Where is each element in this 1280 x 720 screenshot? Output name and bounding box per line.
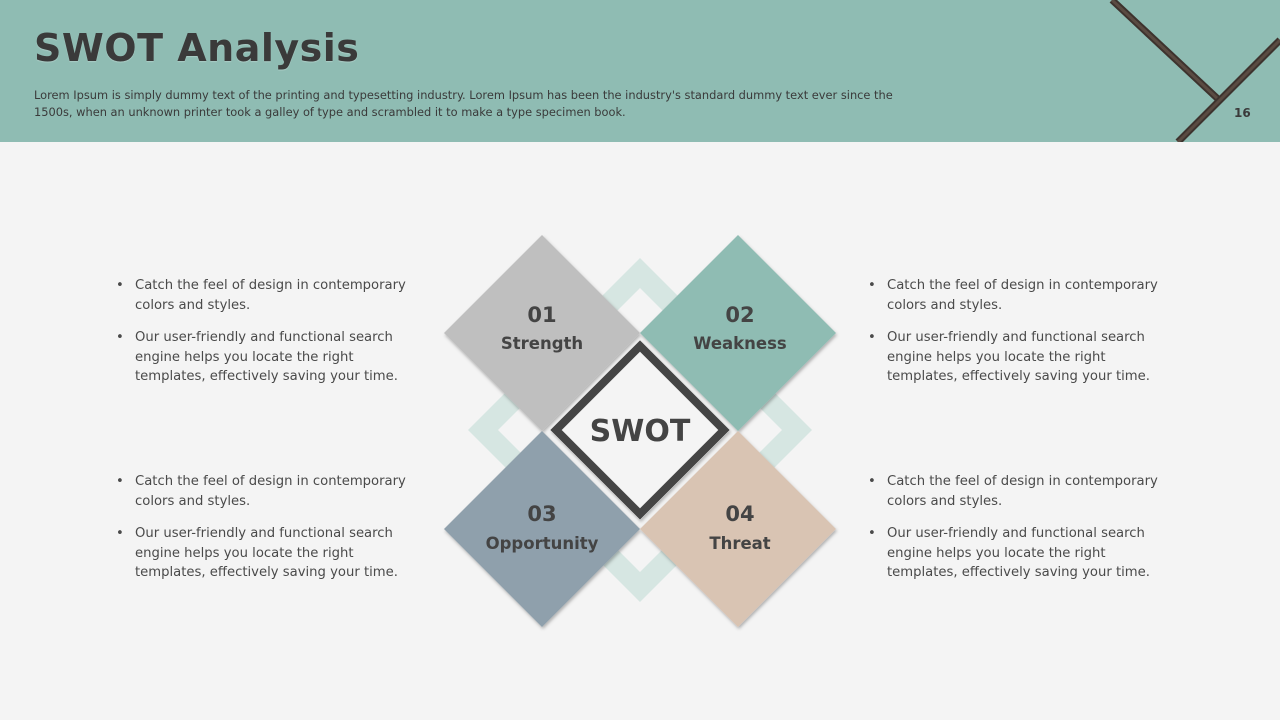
- weakness-text-block: Catch the feel of design in contemporary…: [867, 276, 1167, 400]
- quadrant-opportunity-shape: [444, 431, 640, 627]
- bullet-item: Catch the feel of design in contemporary…: [115, 472, 415, 511]
- header-banner: SWOT Analysis Lorem Ipsum is simply dumm…: [0, 0, 1280, 142]
- center-diamond-border: [550, 340, 730, 520]
- center-label: SWOT: [590, 414, 691, 449]
- bullet-item: Our user-friendly and functional search …: [115, 524, 415, 583]
- quadrant-threat-label: Threat: [709, 534, 770, 553]
- bullet-item: Our user-friendly and functional search …: [867, 524, 1167, 583]
- bullet-item: Catch the feel of design in contemporary…: [867, 472, 1167, 511]
- quadrant-strength-number: 01: [527, 303, 556, 327]
- bullet-item: Catch the feel of design in contemporary…: [115, 276, 415, 315]
- page-subtitle: Lorem Ipsum is simply dummy text of the …: [34, 88, 893, 119]
- quadrant-strength-shape: [444, 235, 640, 431]
- quadrant-opportunity-number: 03: [527, 502, 556, 526]
- bullet-item: Our user-friendly and functional search …: [867, 328, 1167, 387]
- opportunity-text-block: Catch the feel of design in contemporary…: [115, 472, 415, 596]
- strength-text-block: Catch the feel of design in contemporary…: [115, 276, 415, 400]
- quadrant-threat-shape: [640, 431, 836, 627]
- decorative-lines: [1109, 0, 1280, 142]
- center-diamond: [550, 340, 730, 520]
- threat-text-block: Catch the feel of design in contemporary…: [867, 472, 1167, 596]
- quadrant-weakness-label: Weakness: [693, 334, 787, 353]
- quadrant-weakness-number: 02: [725, 303, 754, 327]
- quadrant-threat-number: 04: [725, 502, 754, 526]
- bullet-item: Our user-friendly and functional search …: [115, 328, 415, 387]
- page-title: SWOT Analysis: [34, 26, 360, 70]
- quadrant-opportunity-label: Opportunity: [486, 534, 599, 553]
- quadrant-weakness-shape: [640, 235, 836, 431]
- quadrant-strength-label: Strength: [501, 334, 583, 353]
- page-number: 16: [1234, 106, 1251, 120]
- bullet-item: Catch the feel of design in contemporary…: [867, 276, 1167, 315]
